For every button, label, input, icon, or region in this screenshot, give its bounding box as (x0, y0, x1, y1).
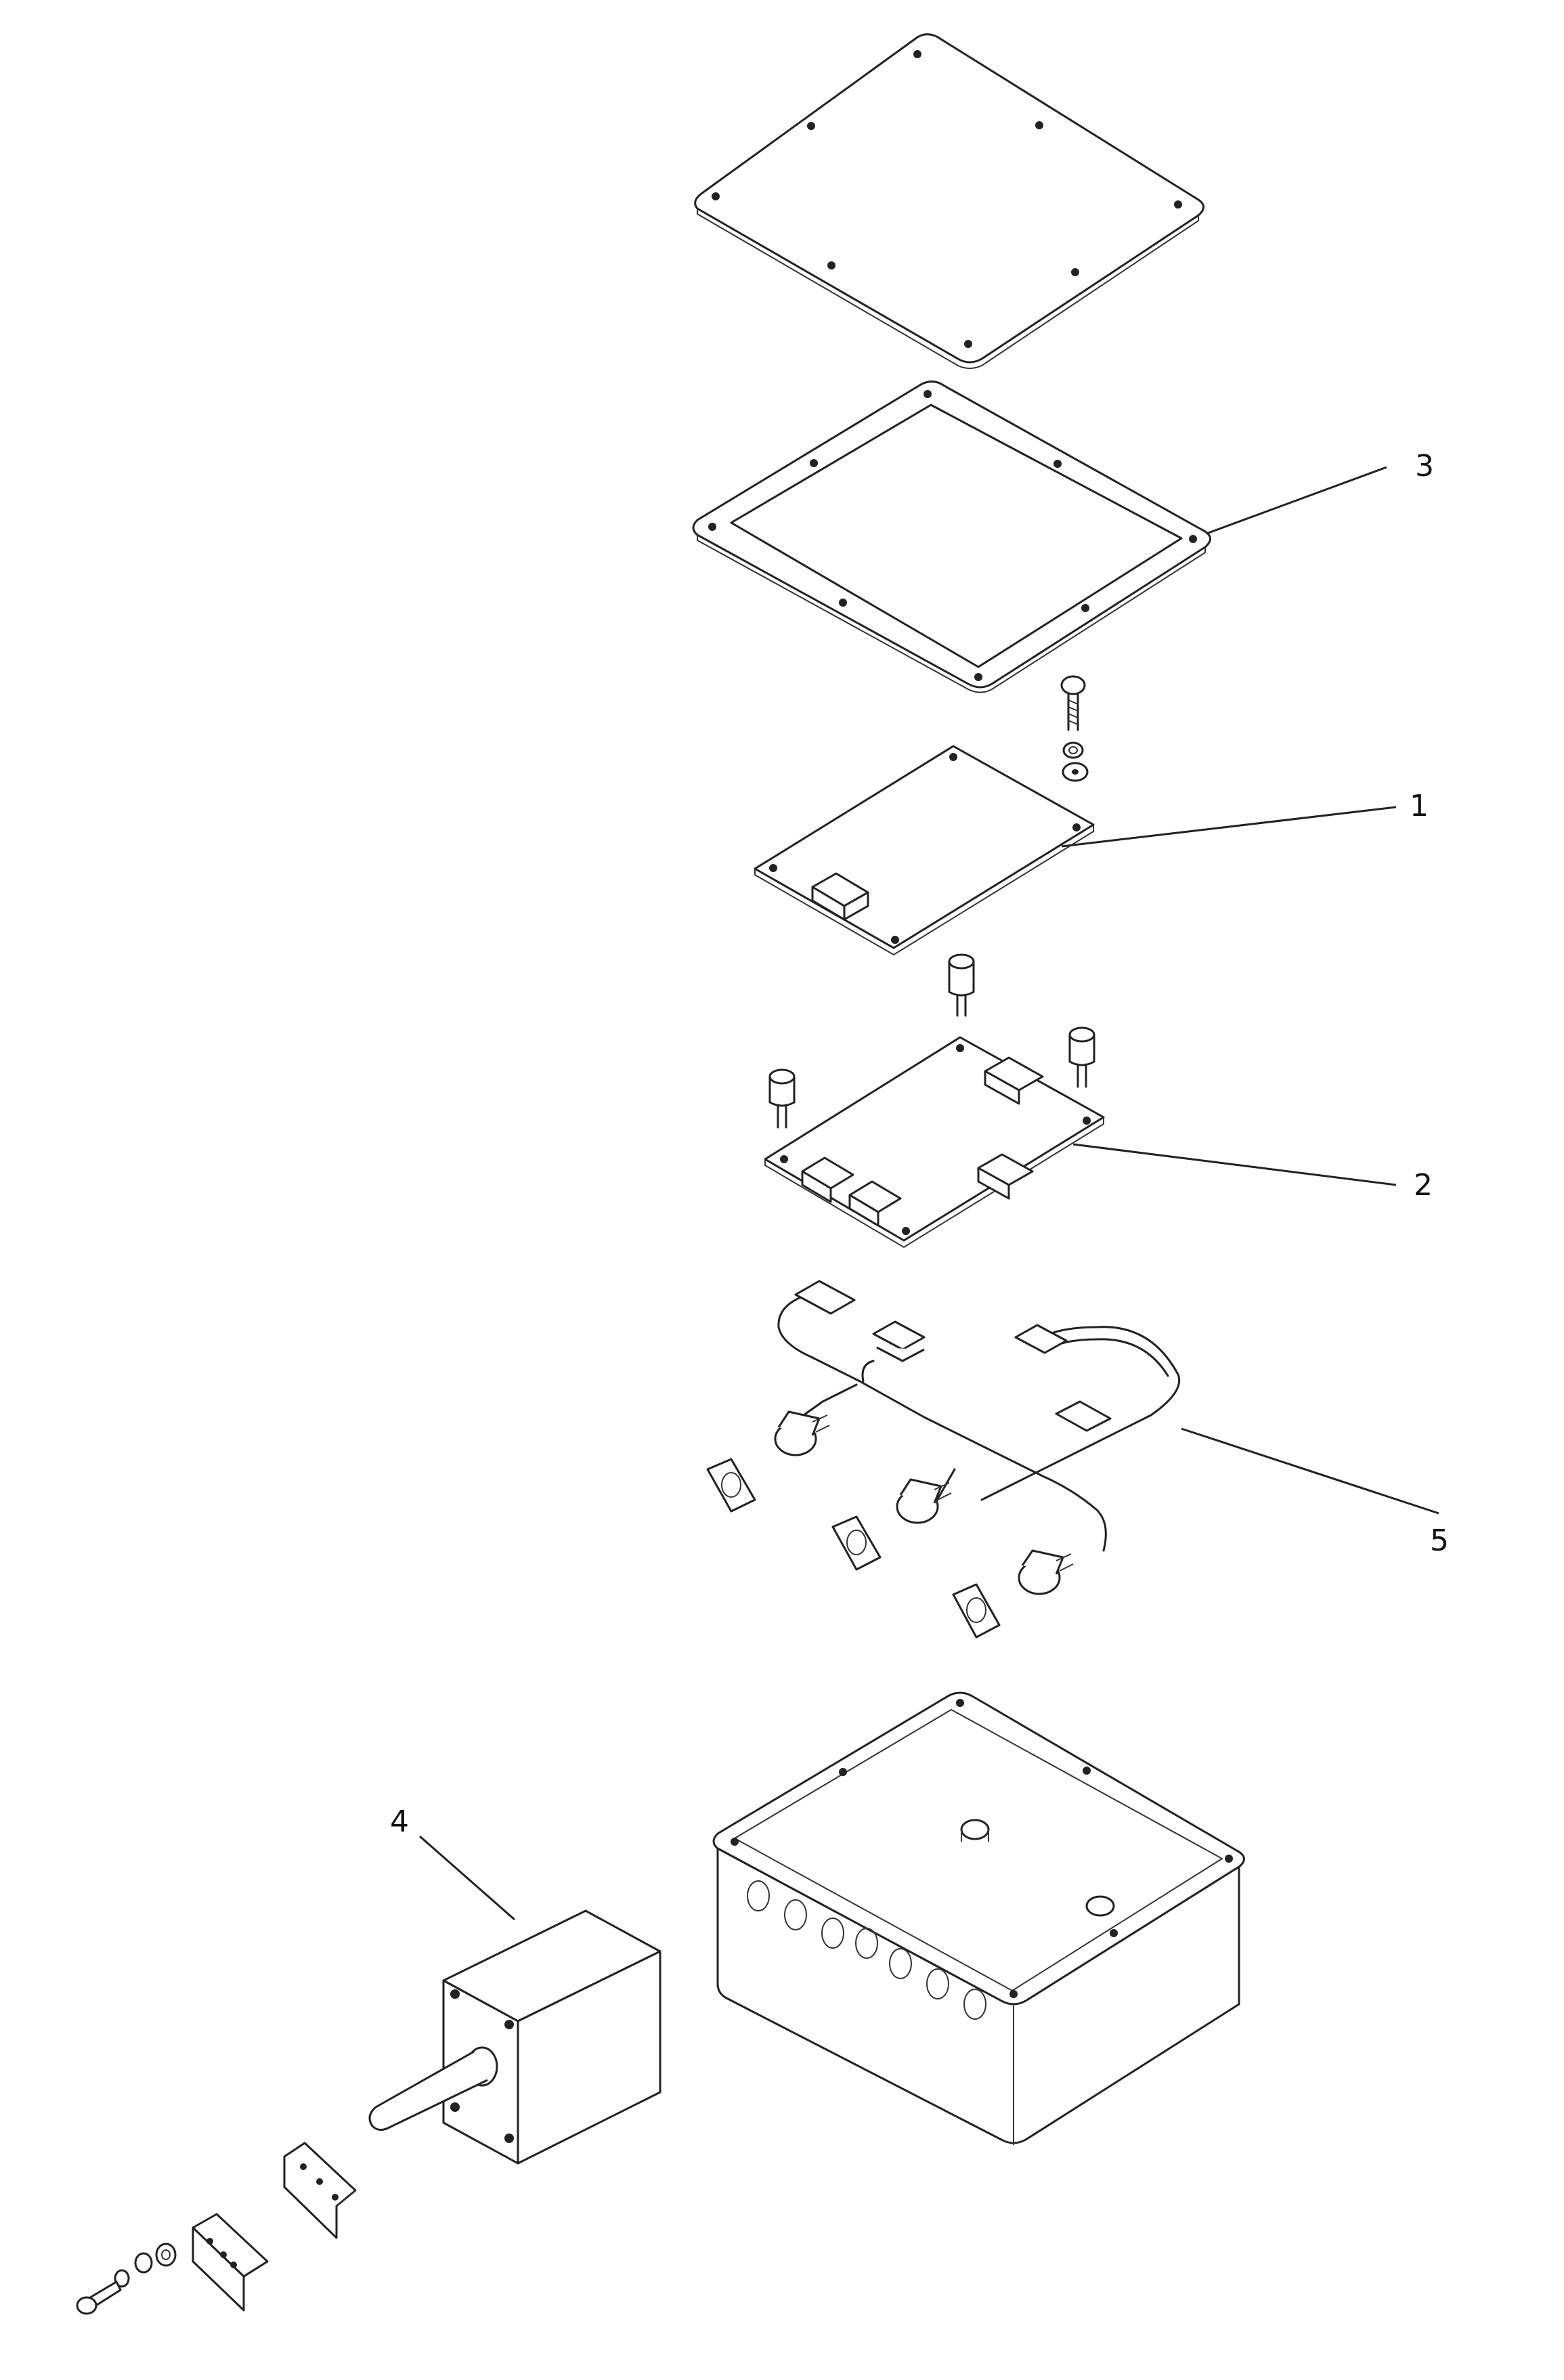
cover-plate (694, 33, 1204, 369)
callout-3: 3 (1415, 449, 1434, 483)
enclosure-box (712, 1691, 1245, 2145)
leader-lines (419, 466, 1439, 1921)
callout-1: 1 (1410, 789, 1429, 823)
screw-and-washers (1060, 675, 1089, 782)
callout-4: 4 (390, 1804, 409, 1839)
cable-harness (706, 1280, 1181, 1639)
callout-2: 2 (1414, 1168, 1433, 1203)
callout-5: 5 (1430, 1523, 1449, 1558)
mounting-hardware (76, 2142, 357, 2315)
circuit-board-2 (764, 1036, 1105, 1249)
circuit-board-1 (754, 745, 1095, 956)
gasket-frame (692, 381, 1211, 693)
motor-unit (368, 1909, 661, 2165)
